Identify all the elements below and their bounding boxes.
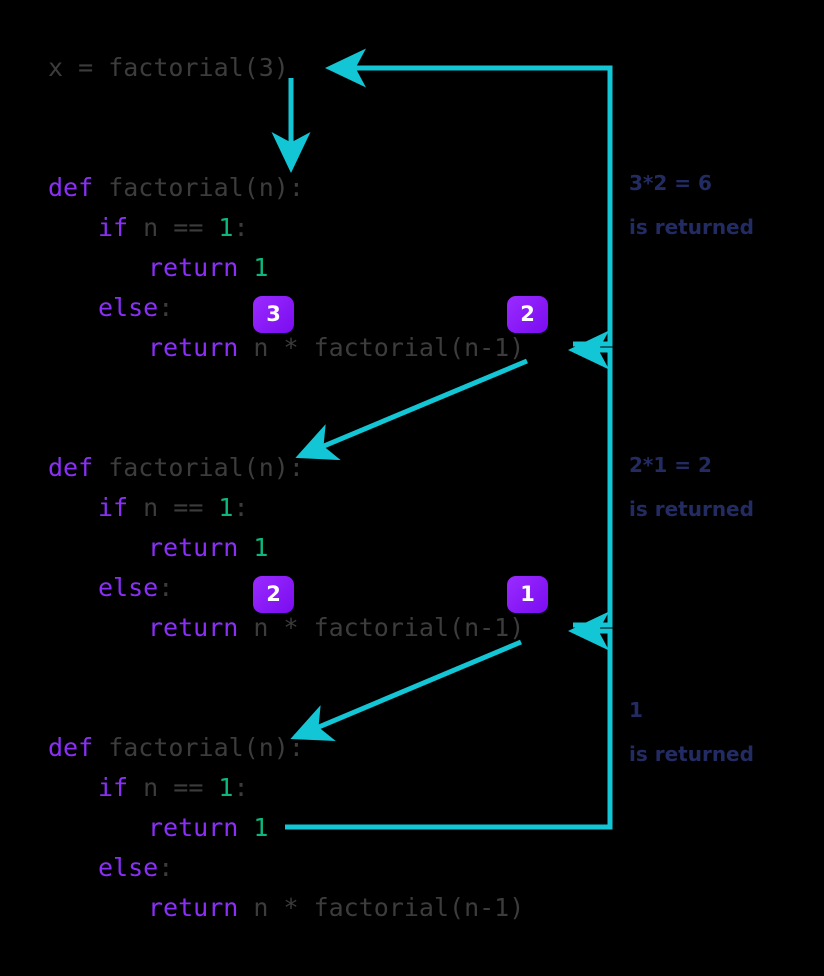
else-colon: : [158,853,174,882]
code-line-def: def factorial(n): [0,728,620,768]
code-line-if: if n == 1: [0,488,620,528]
keyword-if: if [98,493,129,522]
badge-arg-value-2: 2 [507,296,548,333]
keyword-return: return [148,893,239,922]
condition-lhs: n == [128,213,219,242]
code-frame-1: def factorial(n): if n == 1: return 1 el… [0,168,620,368]
annotation-line-1: 2*1 = 2 [629,453,712,477]
code-line-if: if n == 1: [0,208,620,248]
badge-n-value-3: 3 [253,296,294,333]
condition-colon: : [233,493,249,522]
condition-lhs: n == [128,493,219,522]
code-line-def: def factorial(n): [0,448,620,488]
code-line-return-recursive: return n * factorial(n-1) [0,328,620,368]
return-base-value: 1 [238,253,269,282]
recursive-expression: n * factorial(n-1) [238,333,525,362]
annotation-line-1: 1 [629,698,643,722]
badge-arg-value-1: 1 [507,576,548,613]
keyword-def: def [48,453,94,482]
keyword-else: else [98,853,159,882]
keyword-def: def [48,733,94,762]
code-frame-2: def factorial(n): if n == 1: return 1 el… [0,448,620,648]
condition-number: 1 [218,493,234,522]
return-base-value: 1 [238,813,269,842]
code-line-return-recursive: return n * factorial(n-1) [0,608,620,648]
condition-number: 1 [218,773,234,802]
keyword-return: return [148,253,239,282]
code-frame-3: def factorial(n): if n == 1: return 1 el… [0,728,620,928]
condition-number: 1 [218,213,234,242]
keyword-if: if [98,213,129,242]
recursive-expression: n * factorial(n-1) [238,613,525,642]
function-signature: factorial(n): [93,453,304,482]
annotation-line-1: 3*2 = 6 [629,171,712,195]
function-signature: factorial(n): [93,173,304,202]
code-line-else: else: [0,848,620,888]
keyword-return: return [148,533,239,562]
code-line-if: if n == 1: [0,768,620,808]
arrow-frame1-to-frame2 [295,358,528,461]
arrow-frame2-to-frame3 [290,639,522,742]
code-line-return-base: return 1 [0,808,620,848]
annotation-return-2: 2*1 = 2 is returned [629,455,754,519]
annotation-return-1: 1 is returned [629,700,754,764]
code-line-def: def factorial(n): [0,168,620,208]
annotation-line-2: is returned [629,215,754,239]
annotation-return-6: 3*2 = 6 is returned [629,173,754,237]
code-line-return-recursive: return n * factorial(n-1) [0,888,620,928]
keyword-def: def [48,173,94,202]
keyword-return: return [148,813,239,842]
call-site-line: x = factorial(3) [0,48,620,88]
annotation-line-2: is returned [629,742,754,766]
return-base-value: 1 [238,533,269,562]
condition-colon: : [233,773,249,802]
code-line: x = factorial(3) [0,48,620,88]
code-line-return-base: return 1 [0,528,620,568]
recursive-expression: n * factorial(n-1) [238,893,525,922]
keyword-return: return [148,613,239,642]
else-colon: : [158,293,174,322]
code-line-else: else: [0,288,620,328]
keyword-else: else [98,573,159,602]
badge-n-value-2: 2 [253,576,294,613]
else-colon: : [158,573,174,602]
code-line-else: else: [0,568,620,608]
call-expression: x = factorial(3) [48,53,289,82]
condition-colon: : [233,213,249,242]
annotation-line-2: is returned [629,497,754,521]
keyword-return: return [148,333,239,362]
keyword-else: else [98,293,159,322]
code-line-return-base: return 1 [0,248,620,288]
condition-lhs: n == [128,773,219,802]
function-signature: factorial(n): [93,733,304,762]
keyword-if: if [98,773,129,802]
